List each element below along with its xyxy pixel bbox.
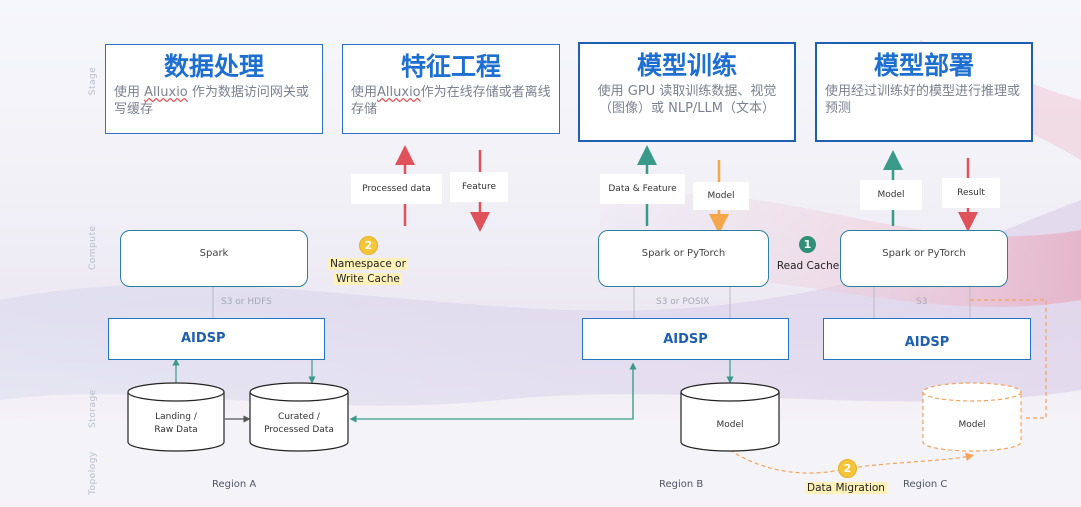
stage-description: 使用 Alluxio 作为数据访问网关或写缓存 bbox=[114, 85, 309, 117]
stage-data-processing: 数据处理 使用 Alluxio 作为数据访问网关或写缓存 bbox=[105, 44, 323, 134]
compute-spark-pytorch-b: Spark or PyTorch bbox=[598, 230, 769, 287]
aidsp-region-a: AIDSP bbox=[108, 318, 325, 360]
tag-feature: Feature bbox=[450, 172, 508, 202]
note-data-migration: Data Migration bbox=[805, 482, 887, 494]
tag-processed-data: Processed data bbox=[351, 174, 442, 204]
storage-model-c-label: Model bbox=[958, 420, 986, 430]
badge-data-migration: 2 bbox=[838, 459, 857, 478]
stage-model-training: 模型训练 使用 GPU 读取训练数据、视觉（图像）或 NLP/LLM（文本） bbox=[578, 42, 796, 142]
region-c-label: Region C bbox=[903, 479, 948, 490]
tag-data-feature: Data & Feature bbox=[600, 174, 685, 204]
badge-namespace: 2 bbox=[359, 236, 378, 255]
connector-label-b: S3 or POSIX bbox=[656, 297, 710, 307]
connector-label-a: S3 or HDFS bbox=[221, 297, 272, 307]
stage-title: 特征工程 bbox=[400, 52, 501, 81]
badge-read-cache: 1 bbox=[799, 236, 816, 253]
stage-description: 使用 GPU 读取训练数据、视觉（图像）或 NLP/LLM（文本） bbox=[597, 84, 777, 116]
stage-description: 使用Alluxio作为在线存储或者离线存储 bbox=[351, 85, 551, 117]
storage-curated-label: Curated /Processed Data bbox=[264, 412, 334, 435]
storage-landing-label: Landing /Raw Data bbox=[154, 412, 198, 435]
aidsp-region-c: AIDSP bbox=[823, 318, 1031, 360]
tag-model-deploy: Model bbox=[860, 180, 922, 210]
compute-spark: Spark bbox=[120, 230, 308, 287]
stage-feature-engineering: 特征工程 使用Alluxio作为在线存储或者离线存储 bbox=[342, 44, 560, 134]
stage-title: 数据处理 bbox=[163, 52, 264, 81]
note-namespace-write-cache: Namespace or Write Cache bbox=[328, 258, 408, 285]
tag-result: Result bbox=[942, 178, 1000, 208]
stage-model-deployment: 模型部署 使用经过训练好的模型进行推理或预测 bbox=[815, 42, 1033, 142]
stage-title: 模型训练 bbox=[636, 51, 737, 80]
region-b-label: Region B bbox=[659, 479, 704, 490]
aidsp-region-b: AIDSP bbox=[582, 318, 789, 360]
stage-title: 模型部署 bbox=[873, 51, 974, 80]
tag-model-training: Model bbox=[693, 182, 749, 210]
storage-model-b-label: Model bbox=[716, 420, 744, 430]
region-a-label: Region A bbox=[212, 479, 257, 490]
stage-description: 使用经过训练好的模型进行推理或预测 bbox=[825, 84, 1021, 116]
connector-label-c: S3 bbox=[916, 297, 928, 307]
compute-spark-pytorch-c: Spark or PyTorch bbox=[840, 230, 1008, 287]
note-read-cache: Read Cache bbox=[776, 260, 840, 272]
